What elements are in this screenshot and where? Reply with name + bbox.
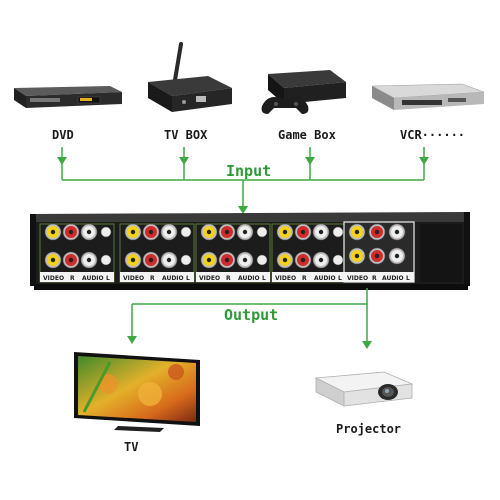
output-label-tv: TV <box>124 440 139 454</box>
output-label-text: AUDIO <box>382 275 404 282</box>
tv-icon <box>74 352 200 432</box>
extra-jack <box>180 226 192 238</box>
input-connector-lines <box>57 147 429 214</box>
group-label-text: R <box>70 275 75 282</box>
dvd-player-icon <box>14 86 122 108</box>
group-label-text: VIDEO <box>123 275 144 282</box>
projector-icon <box>314 371 414 407</box>
group-label-text: R <box>302 275 307 282</box>
panel-blank-area <box>420 224 462 282</box>
group-label-text: AUDIO <box>82 275 104 282</box>
group-label-text: AUDIO <box>314 275 336 282</box>
extra-jack <box>180 254 192 266</box>
input-label-dvd: DVD <box>52 128 74 142</box>
output-label-projector: Projector <box>336 422 402 436</box>
group-label-text: VIDEO <box>43 275 64 282</box>
group-label-text: AUDIO <box>238 275 260 282</box>
group-label-text: VIDEO <box>199 275 220 282</box>
extra-jack <box>100 226 112 238</box>
group-label-text: L <box>186 275 190 282</box>
group-label-text: L <box>338 275 342 282</box>
group-label-strip <box>196 272 270 282</box>
game-console-icon <box>261 70 346 114</box>
extra-jack <box>256 226 268 238</box>
extra-jack <box>100 254 112 266</box>
output-label-text: L <box>406 275 410 282</box>
group-label-text: L <box>106 275 110 282</box>
group-label-strip <box>40 272 114 282</box>
tv-box-icon <box>148 42 232 112</box>
input-caption: Input <box>226 162 272 180</box>
input-label-game-box: Game Box <box>278 128 336 142</box>
group-label-text: L <box>262 275 266 282</box>
output-label-text: R <box>372 275 377 282</box>
group-label-text: AUDIO <box>162 275 184 282</box>
extra-jack <box>332 226 344 238</box>
extra-jack <box>332 254 344 266</box>
output-caption: Output <box>224 306 279 324</box>
group-label-text: R <box>226 275 231 282</box>
output-label-text: VIDEO <box>347 275 368 282</box>
group-label-text: R <box>150 275 155 282</box>
group-label-text: VIDEO <box>275 275 296 282</box>
output-label-strip <box>344 272 414 282</box>
vcr-icon <box>371 83 485 110</box>
input-label-tv-box: TV BOX <box>164 128 208 142</box>
output-connector-lines <box>127 288 372 349</box>
group-label-strip <box>120 272 194 282</box>
input-label-vcr: VCR······ <box>400 128 466 142</box>
extra-jack <box>256 254 268 266</box>
group-label-strip <box>272 272 346 282</box>
